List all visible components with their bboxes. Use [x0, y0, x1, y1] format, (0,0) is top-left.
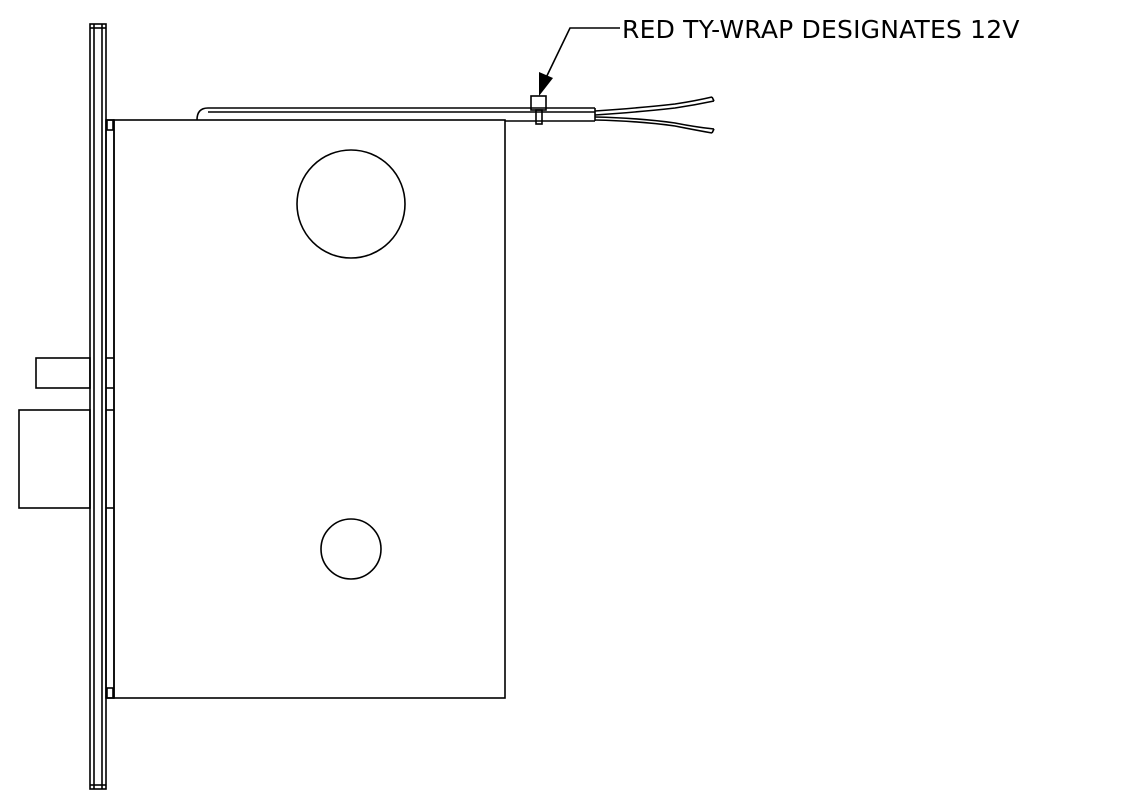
callout-arrowhead [539, 72, 553, 96]
wire-conduit [196, 107, 596, 122]
small-hole [320, 518, 382, 580]
large-hole [296, 149, 406, 259]
mounting-flange [105, 119, 115, 699]
wire-leads [594, 96, 715, 134]
callout-label: RED TY-WRAP DESIGNATES 12V [622, 15, 1020, 44]
faceplate [89, 23, 107, 790]
ty-wrap [530, 95, 547, 125]
callout-leader [542, 27, 620, 85]
latch-large [18, 409, 91, 509]
latch-small [35, 357, 91, 389]
housing-body [113, 119, 506, 699]
